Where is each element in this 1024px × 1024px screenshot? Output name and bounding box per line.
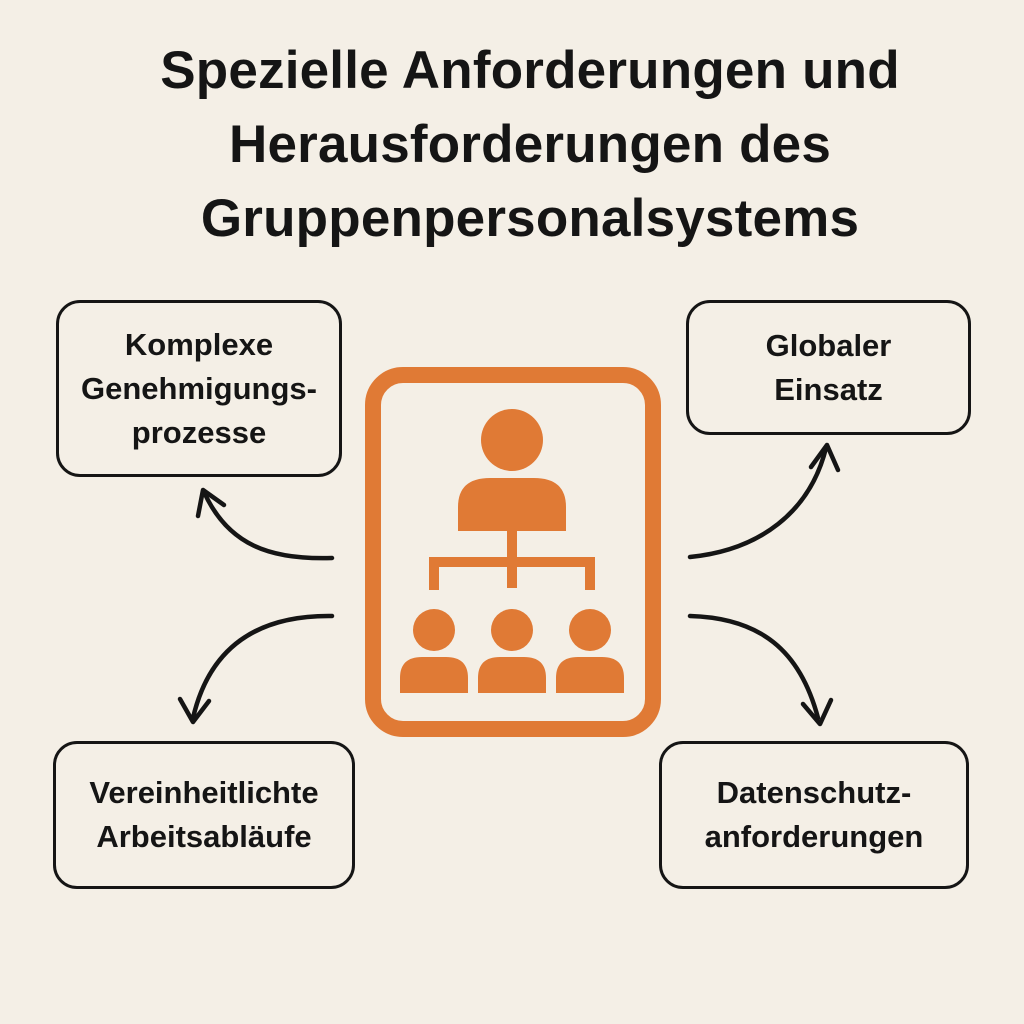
title-line-2: Herausforderungen des (228, 115, 832, 174)
org-chart-icon (365, 367, 661, 737)
box-label-line: Genehmigungs- (81, 370, 317, 406)
person-middle-body (478, 657, 546, 693)
arrow-to-bottom-right (687, 613, 834, 727)
box-label-line: Datenschutz- (716, 775, 912, 810)
org-connector-lines (429, 531, 595, 590)
box-label-line: Komplexe (124, 326, 274, 362)
box-label-line: Vereinheitlichte (89, 775, 319, 810)
arrow-to-top-left (195, 487, 335, 561)
person-right-body (556, 657, 624, 693)
box-complex-approval-processes: Komplexe Genehmigungs- prozesse (56, 300, 342, 477)
person-middle-head (491, 609, 533, 651)
box-label-line: Arbeitsabläufe (96, 819, 312, 854)
title-line-1: Spezielle Anforderungen und (160, 41, 900, 100)
box-unified-workflows: Vereinheitlichte Arbeitsabläufe (53, 741, 355, 889)
box-label-line: Globaler (765, 327, 892, 363)
box-global-deployment: Globaler Einsatz (686, 300, 971, 435)
top-person-head (481, 409, 543, 471)
arrow-to-bottom-left (177, 613, 335, 725)
person-left-head (413, 609, 455, 651)
box-label-line: anforderungen (704, 819, 924, 854)
top-person-body (458, 478, 566, 531)
person-right-head (569, 609, 611, 651)
title-line-3: Gruppenpersonalsystems (200, 189, 860, 248)
center-frame (365, 367, 661, 737)
person-left-body (400, 657, 468, 693)
arrow-to-top-right (687, 442, 841, 560)
box-label-line: prozesse (131, 414, 267, 450)
diagram-title: Spezielle Anforderungen und Herausforder… (60, 34, 1000, 256)
box-data-protection-requirements: Datenschutz- anforderungen (659, 741, 969, 889)
box-label-line: Einsatz (774, 371, 883, 407)
